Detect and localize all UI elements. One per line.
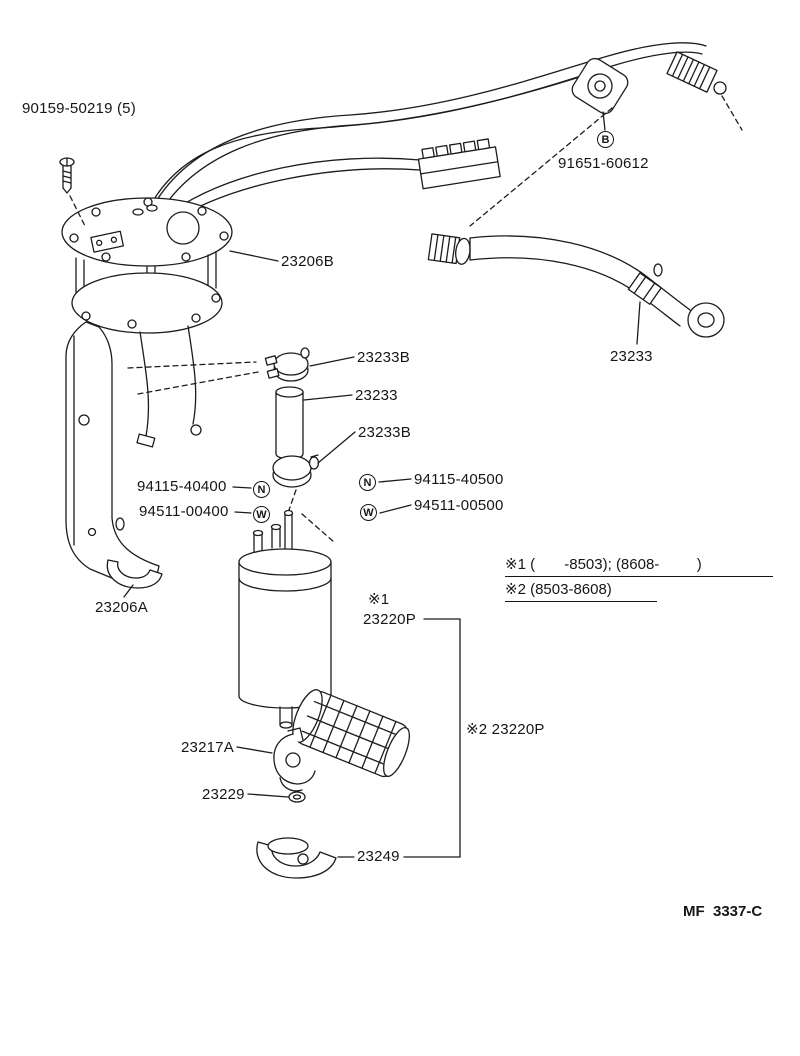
- part-label-screw: 90159-50219 (5): [22, 100, 136, 117]
- part-label-nut-right: 94115-40500: [414, 471, 504, 488]
- circled-letter-b: B: [597, 131, 614, 148]
- grommet-fitting: [571, 57, 629, 115]
- sender-plate-assembly: [61, 197, 233, 334]
- applicability-note: ※1 ( -8503); (8608- ) ※2 (8503-8608): [505, 556, 773, 606]
- bracket-clip: [106, 559, 163, 589]
- hose-clamp-upper: [264, 347, 310, 382]
- note-line-2: ※2 (8503-8608): [505, 581, 657, 602]
- part-label-sender-plate: 23206B: [281, 253, 334, 270]
- page-code: MF 3337-C: [683, 903, 763, 920]
- circled-letter-w-left: W: [253, 506, 270, 523]
- circled-letter-n-right: N: [359, 474, 376, 491]
- note-line-1: ※1 ( -8503); (8608- ): [505, 556, 773, 577]
- small-grommet: [288, 791, 306, 803]
- part-label-hose-mid: 23233: [355, 387, 398, 404]
- bracket-wires: [136, 325, 202, 448]
- fuel-hose-assembly: [427, 233, 725, 338]
- filter-bracket: [273, 727, 316, 792]
- fuel-filter: [292, 689, 410, 778]
- part-label-grommet-small: 23229: [202, 786, 245, 803]
- screw: [59, 157, 75, 194]
- part-label-filter-bracket: 23217A: [181, 739, 234, 756]
- bracket-arm: [65, 321, 160, 586]
- part-label-pump: 23220P: [363, 611, 416, 628]
- hose-clamp-lower: [272, 454, 320, 488]
- part-label-clamp-upper: 23233B: [357, 349, 410, 366]
- part-label-grommet: 91651-60612: [558, 155, 649, 172]
- leader-lines: [123, 111, 641, 858]
- part-label-pump-alt: ※2 23220P: [466, 721, 545, 738]
- part-label-clamp-lower: 23233B: [358, 424, 411, 441]
- fuel-pump: [238, 509, 332, 729]
- part-label-bracket: 23206A: [95, 599, 148, 616]
- part-label-washer-left: 94511-00400: [139, 503, 229, 520]
- part-label-hose-right: 23233: [610, 348, 653, 365]
- wire-connector: [417, 138, 501, 190]
- fuel-hose-mid: [275, 386, 304, 460]
- fuel-pipe-lines: [145, 42, 707, 223]
- cushion: [256, 837, 337, 879]
- pipe-end-fitting: [666, 51, 727, 95]
- part-label-pump-ref: ※1: [368, 591, 390, 608]
- part-label-washer-right: 94511-00500: [414, 497, 504, 514]
- part-label-nut-left: 94115-40400: [137, 478, 227, 495]
- dashed-guides: [69, 95, 743, 543]
- part-label-cushion: 23249: [357, 848, 400, 865]
- circled-letter-w-right: W: [360, 504, 377, 521]
- circled-letter-n-left: N: [253, 481, 270, 498]
